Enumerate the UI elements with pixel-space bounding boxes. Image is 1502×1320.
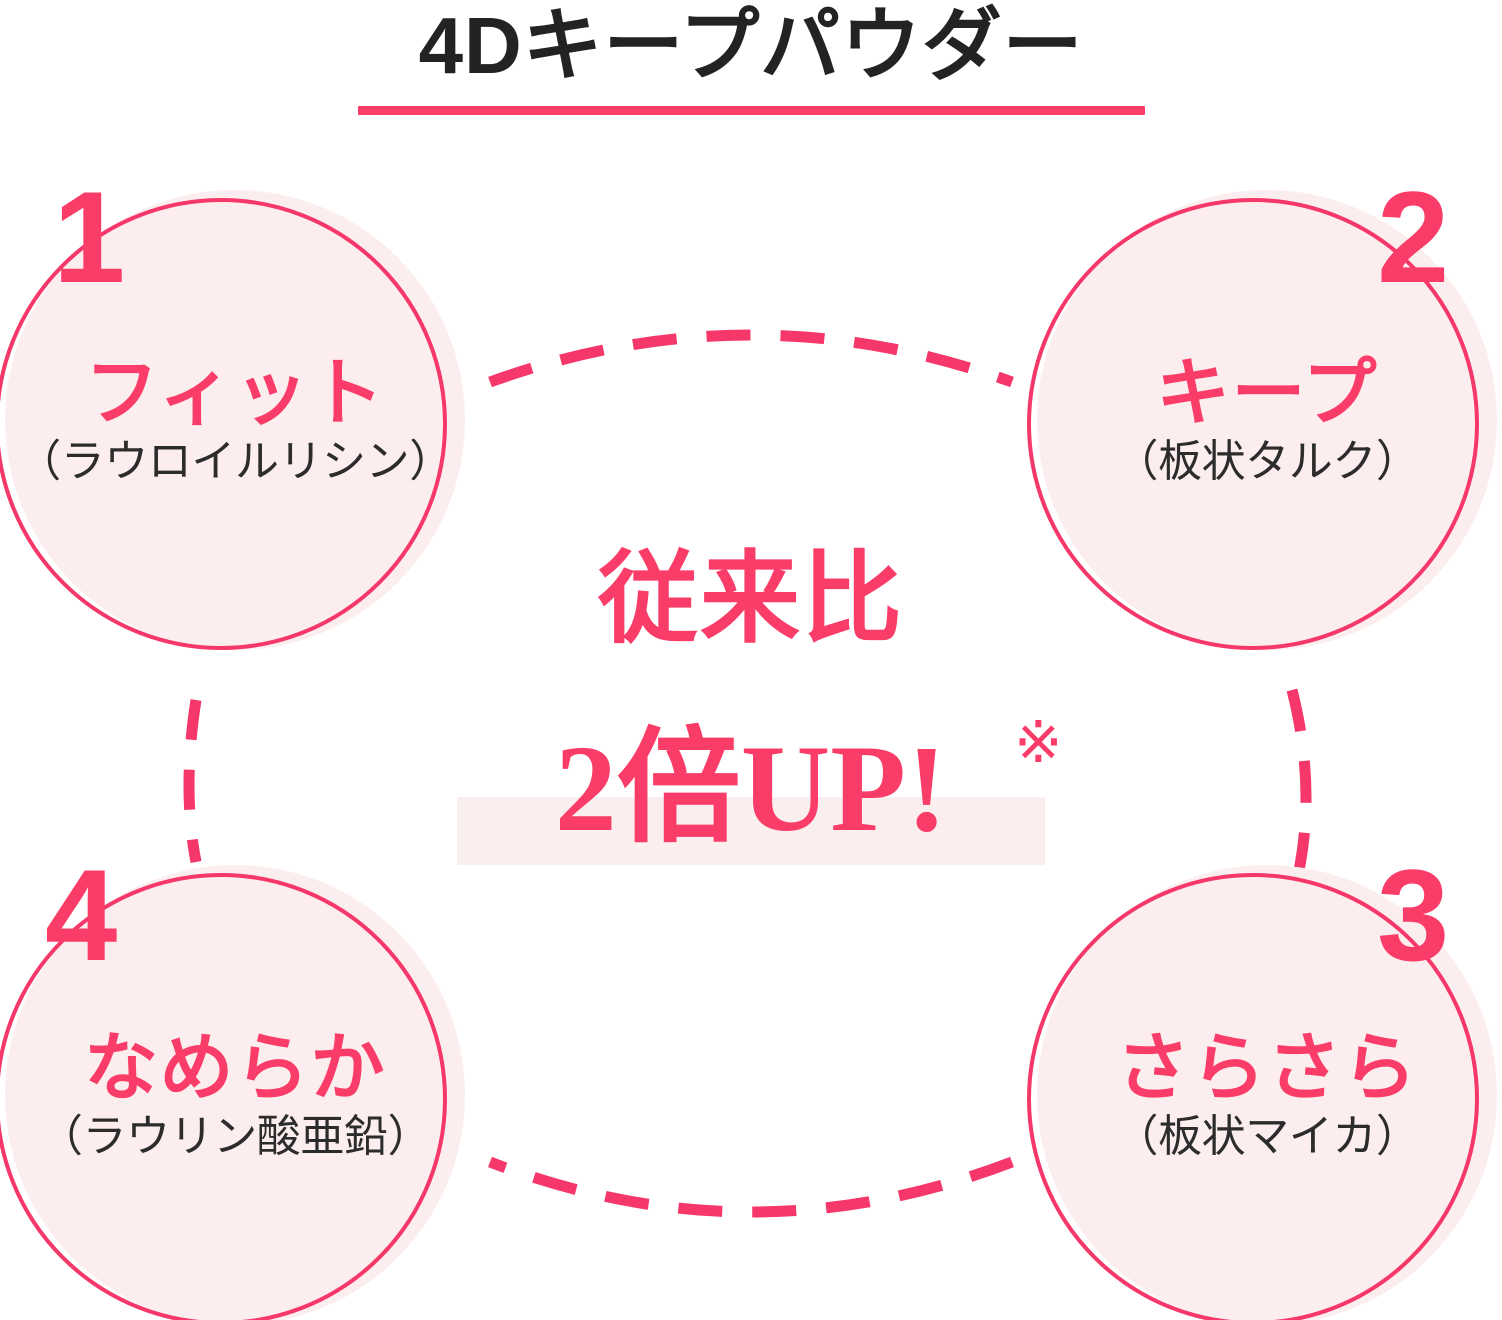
comparison-label: 従来比 — [598, 544, 904, 655]
circle-outline-ring — [0, 873, 447, 1320]
feature-ingredient: （ラウロイルリシン） — [17, 437, 453, 487]
page-title: 4Dキープパウダー — [418, 1, 1084, 90]
title-underline — [358, 106, 1145, 115]
headline-highlight-band — [457, 797, 1045, 865]
headline-text: 2倍UP! — [554, 720, 948, 857]
connector-arc-top — [488, 329, 1014, 388]
feature-number: 4 — [45, 842, 118, 988]
feature-number: 3 — [1377, 842, 1450, 988]
feature-ingredient: （板状タルク） — [1114, 437, 1420, 487]
feature-circle-2[interactable]: キープ （板状タルク） 2 — [1027, 172, 1497, 650]
circle-outline-ring — [1027, 198, 1479, 650]
feature-label: キープ — [1156, 350, 1378, 434]
circle-content: キープ （板状タルク） — [1037, 190, 1497, 650]
feature-number: 2 — [1377, 164, 1450, 310]
feature-circle-3[interactable]: さらさら （板状マイカ） 3 — [1027, 850, 1497, 1320]
circle-content: なめらか （ラウリン酸亜鉛） — [5, 865, 465, 1320]
feature-label: さらさら — [1116, 1025, 1418, 1109]
feature-label: フィット — [84, 350, 386, 434]
circle-content: さらさら （板状マイカ） — [1037, 865, 1497, 1320]
feature-label: なめらか — [84, 1025, 386, 1109]
circle-content: フィット （ラウロイルリシン） — [5, 190, 465, 650]
circle-outline-ring — [1027, 873, 1479, 1320]
footnote-asterisk-icon: ※ — [1014, 710, 1063, 775]
page-title-block: 4Dキープパウダー — [0, 0, 1502, 130]
headline-wrap: 2倍UP! ※ — [451, 714, 1063, 870]
center-headline-block: 従来比 2倍UP! ※ — [451, 544, 1063, 895]
connector-arc-bottom — [488, 1156, 1014, 1218]
feature-ingredient: （板状マイカ） — [1114, 1112, 1420, 1162]
circle-outline-ring — [0, 198, 447, 650]
feature-number: 1 — [53, 164, 126, 310]
feature-circle-4[interactable]: なめらか （ラウリン酸亜鉛） 4 — [0, 850, 465, 1320]
connector-arc-left — [183, 699, 202, 864]
feature-circle-1[interactable]: フィット （ラウロイルリシン） 1 — [0, 172, 465, 650]
feature-ingredient: （ラウリン酸亜鉛） — [38, 1112, 432, 1162]
